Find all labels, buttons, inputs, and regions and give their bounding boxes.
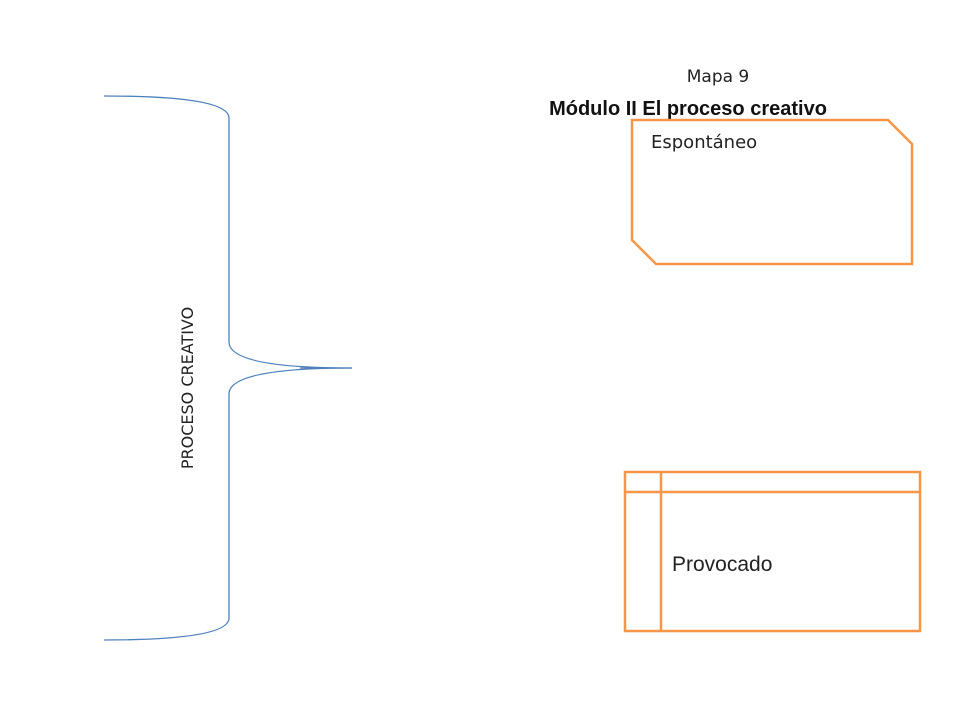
branch-box-provocado (623, 470, 922, 633)
module-title: Módulo II El proceso creativo (549, 98, 827, 120)
main-concept-label: PROCESO CREATIVO (178, 307, 197, 469)
branch-label-espontaneo: Espontáneo (651, 132, 757, 153)
map-number: Mapa 9 (687, 67, 750, 87)
branch-label-provocado: Provocado (672, 553, 772, 576)
branch-box-espontaneo (630, 118, 914, 266)
